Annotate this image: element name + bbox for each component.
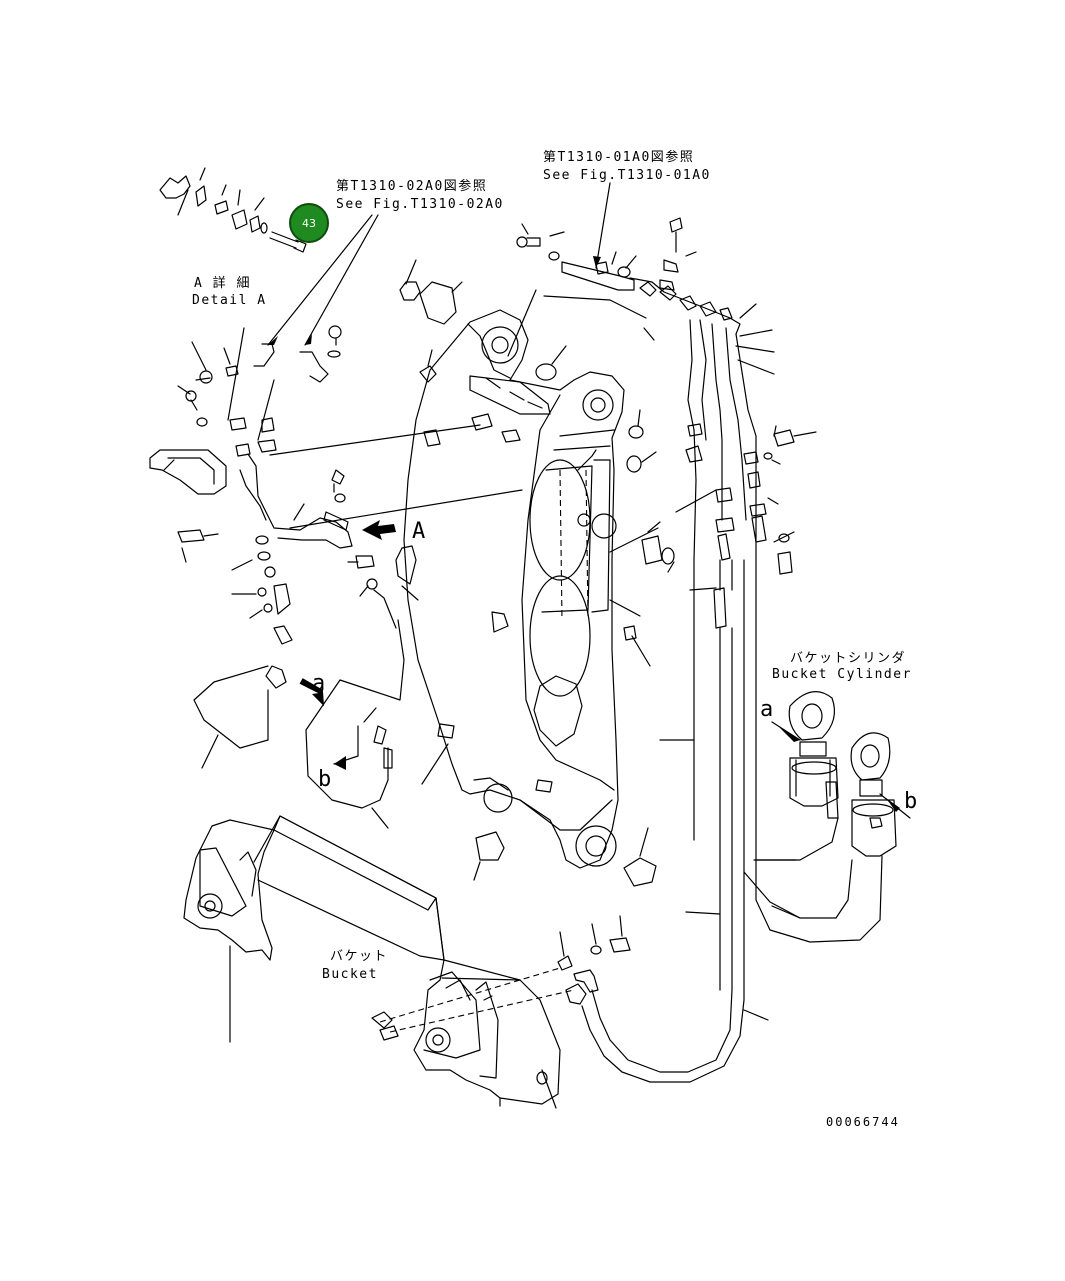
ref-01a0-en-label: See Fig.T1310-01A0 (543, 168, 711, 183)
bucket-jp-label: バケット (330, 949, 388, 964)
arm-structure (395, 309, 625, 869)
top-right-piping (516, 217, 817, 991)
bucket-structure (183, 815, 561, 1109)
ref-02a0-en-label: See Fig.T1310-02A0 (336, 197, 504, 212)
left-mark-b: b (318, 767, 331, 792)
right-mark-a: a (760, 697, 773, 722)
bucket-en-label: Bucket (322, 967, 378, 982)
arm-accessory-parts (399, 259, 675, 887)
detail-a-piping (149, 325, 523, 645)
callout-43-badge[interactable]: 43 (289, 203, 329, 243)
figure-number: 00066744 (826, 1115, 900, 1129)
bucket-piping (371, 871, 769, 1083)
detail-a-jp-label: A 詳 細 (194, 275, 251, 291)
detail-a-en-label: Detail A (192, 293, 267, 308)
view-a-arrow: A (362, 519, 425, 544)
ref-02a0-leaders (267, 182, 611, 346)
ref-02a0-jp-label: 第T1310-02A0図参照 (336, 178, 487, 194)
bucket-cylinders: a b (743, 469, 917, 943)
view-a-label: A (412, 519, 425, 544)
bucket-cylinder-en-label: Bucket Cylinder (772, 667, 912, 682)
left-hose-loops: a b (193, 619, 405, 829)
bucket-cylinder-jp-label: バケットシリンダ (790, 651, 906, 666)
right-mark-b: b (904, 789, 917, 814)
ref-01a0-jp-label: 第T1310-01A0図参照 (543, 149, 694, 165)
detail-a-parts (159, 167, 307, 253)
callout-43-number: 43 (302, 217, 316, 230)
left-mark-a: a (312, 671, 325, 696)
